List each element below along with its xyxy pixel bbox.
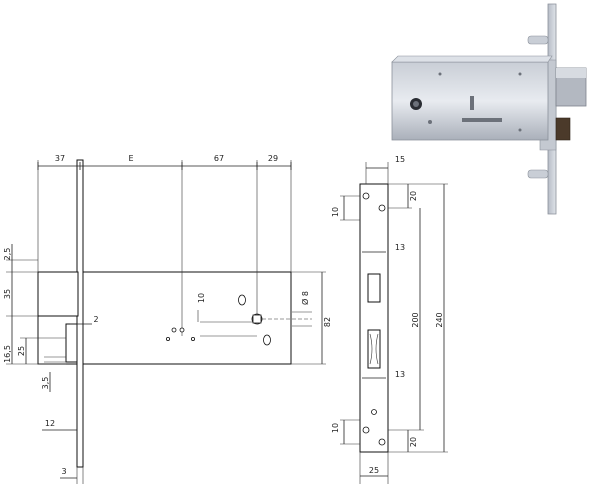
dim-35: 35: [3, 289, 12, 299]
faceplate-side-outline: [359, 183, 389, 453]
deadbolt-opening: [367, 329, 381, 369]
dim-3: 3: [61, 467, 66, 476]
dim-16-5: 16,5: [3, 345, 12, 363]
front-view: 37 E 67 29 2,5 35 16,5 25 3,5 2 12 3: [3, 154, 332, 484]
slot-hole-bottom: [263, 334, 271, 346]
dim-25-left: 25: [17, 346, 26, 356]
dim-37: 37: [55, 154, 65, 163]
cylinder-hole-1: [171, 327, 177, 333]
small-hole: [371, 409, 377, 415]
screw-hole-top-2: [378, 204, 386, 212]
screw-hole-2: [190, 336, 195, 341]
cylinder-hole-2: [179, 327, 185, 333]
side-dim-13-top: 13: [395, 243, 405, 252]
dim-29: 29: [268, 154, 278, 163]
side-dim-20-top: 20: [409, 191, 418, 201]
side-dim-20-bottom: 20: [409, 437, 418, 447]
dim-2: 2: [93, 315, 98, 324]
dim-82: 82: [323, 317, 332, 327]
latch-bolt-outline: [37, 271, 79, 317]
dim-phi-8: Ø 8: [300, 291, 310, 305]
latch-opening: [367, 273, 381, 303]
deadbolt-outline: [65, 323, 78, 363]
screw-hole-top-1: [362, 192, 370, 200]
dim-e: E: [128, 154, 133, 163]
spindle-square: [252, 314, 262, 324]
screw-hole-1: [165, 336, 170, 341]
dim-3-5: 3,5: [41, 377, 50, 390]
screw-hole-bottom-1: [362, 426, 370, 434]
side-dim-10-bottom: 10: [331, 423, 340, 433]
dim-12: 12: [45, 419, 55, 428]
side-dim-200: 200: [411, 312, 420, 327]
screw-hole-bottom-2: [378, 438, 386, 446]
dim-67: 67: [214, 154, 224, 163]
side-view: 15 20 10 13 200 240 13 10 20 25: [331, 155, 448, 484]
dim-2-5: 2,5: [3, 248, 12, 261]
side-dim-25: 25: [369, 466, 379, 475]
side-dim-10-top: 10: [331, 207, 340, 217]
lock-body-photo: [391, 3, 587, 215]
side-dim-15: 15: [395, 155, 405, 164]
slot-hole-top: [238, 294, 246, 306]
dim-10-front: 10: [197, 293, 206, 303]
side-dim-240: 240: [435, 312, 444, 327]
side-dim-13-bottom: 13: [395, 370, 405, 379]
